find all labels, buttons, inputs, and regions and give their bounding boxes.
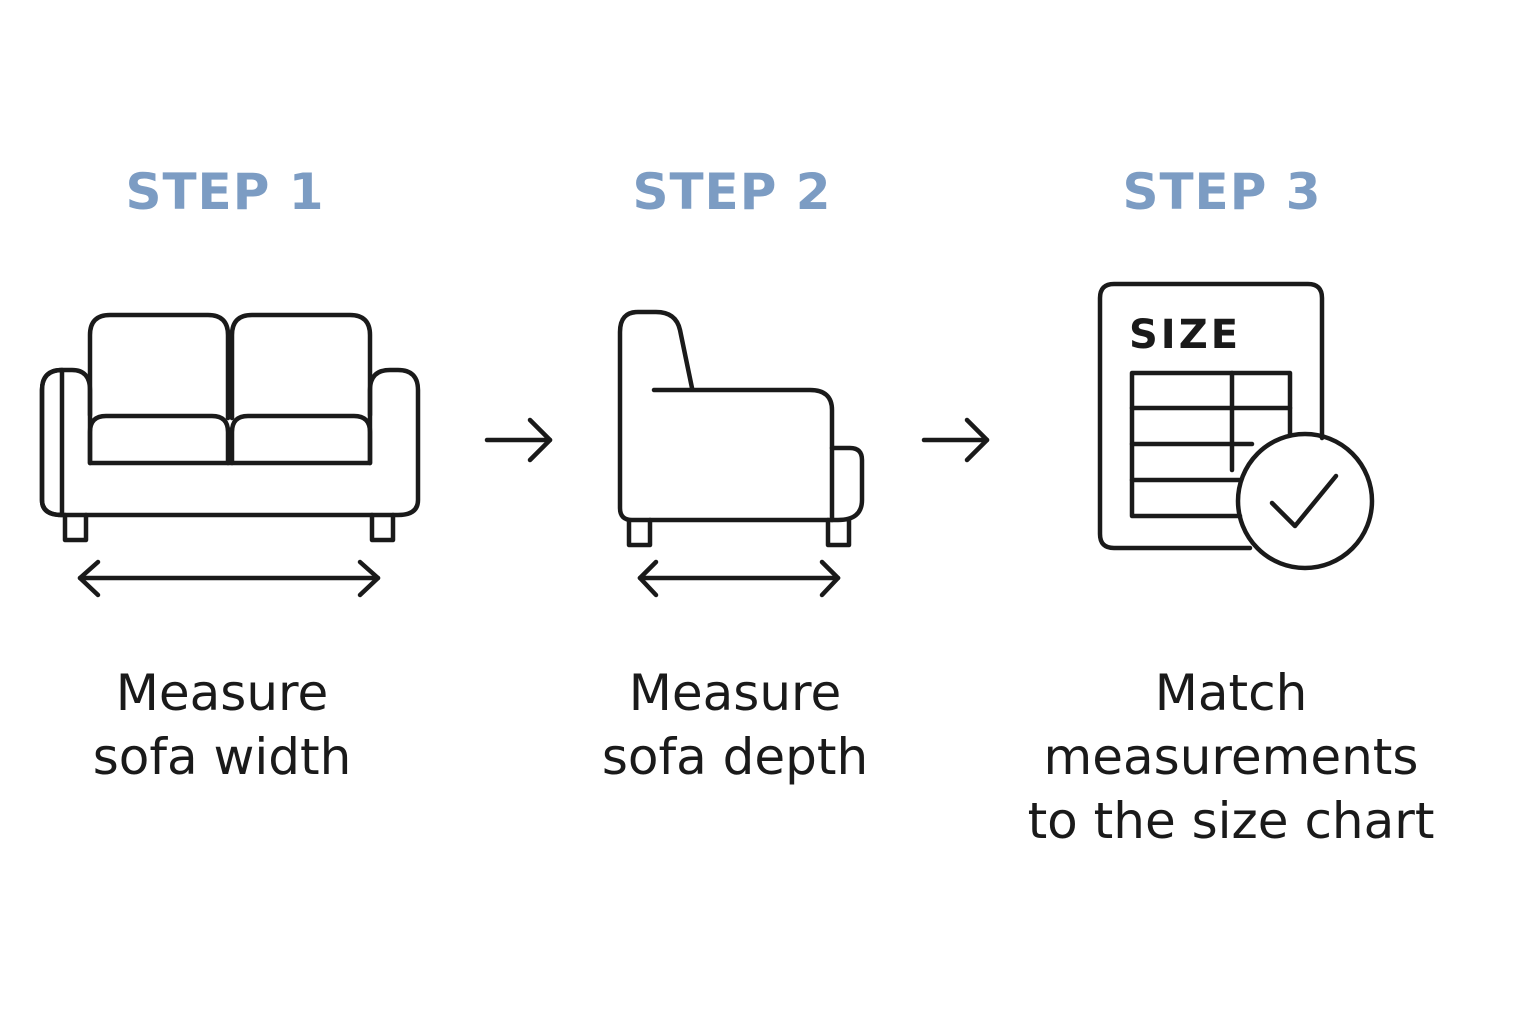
step-2-title: STEP 2 bbox=[632, 163, 832, 221]
step-2-caption: Measure sofa depth bbox=[601, 664, 869, 786]
step-1-caption: Measure sofa width bbox=[92, 664, 352, 786]
step-3-title: STEP 3 bbox=[1122, 163, 1322, 221]
size-label: SIZE bbox=[1129, 312, 1241, 358]
step-3-caption: Match measurements to the size chart bbox=[1027, 664, 1435, 850]
step-1-title: STEP 1 bbox=[125, 163, 325, 221]
